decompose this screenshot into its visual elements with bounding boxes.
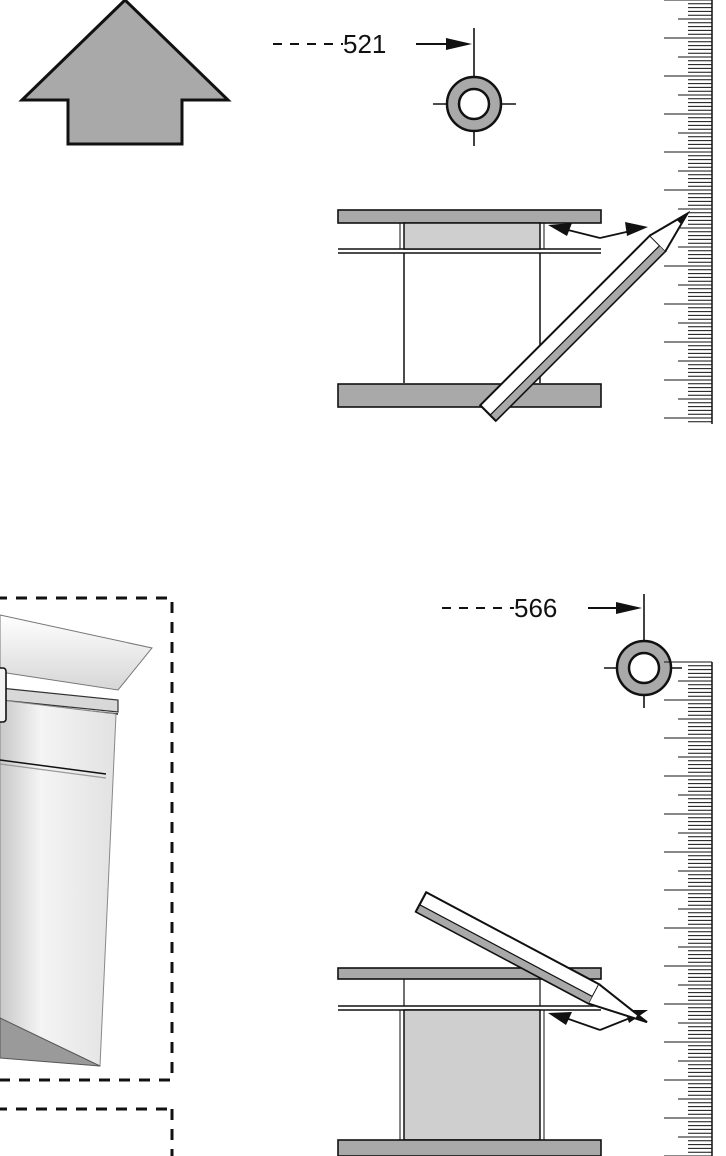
ruler-icon [664, 661, 713, 1156]
bottom-measurement: 566 [442, 593, 642, 623]
dimension-label-521: 521 [343, 29, 386, 59]
cabinet-section-bottom [337, 967, 602, 1156]
ruler-icon [664, 0, 713, 424]
double-arrow-icon [548, 222, 648, 239]
target-icon [604, 594, 682, 708]
pencil-icon [414, 890, 648, 1024]
cabinet-section-top [337, 209, 602, 408]
pencil-icon [478, 210, 691, 423]
dimension-label-566: 566 [514, 593, 557, 623]
top-measurement: 521 [273, 29, 472, 59]
up-arrow-icon [18, 0, 232, 146]
target-icon [433, 28, 516, 146]
panel-illustration [0, 596, 174, 1156]
